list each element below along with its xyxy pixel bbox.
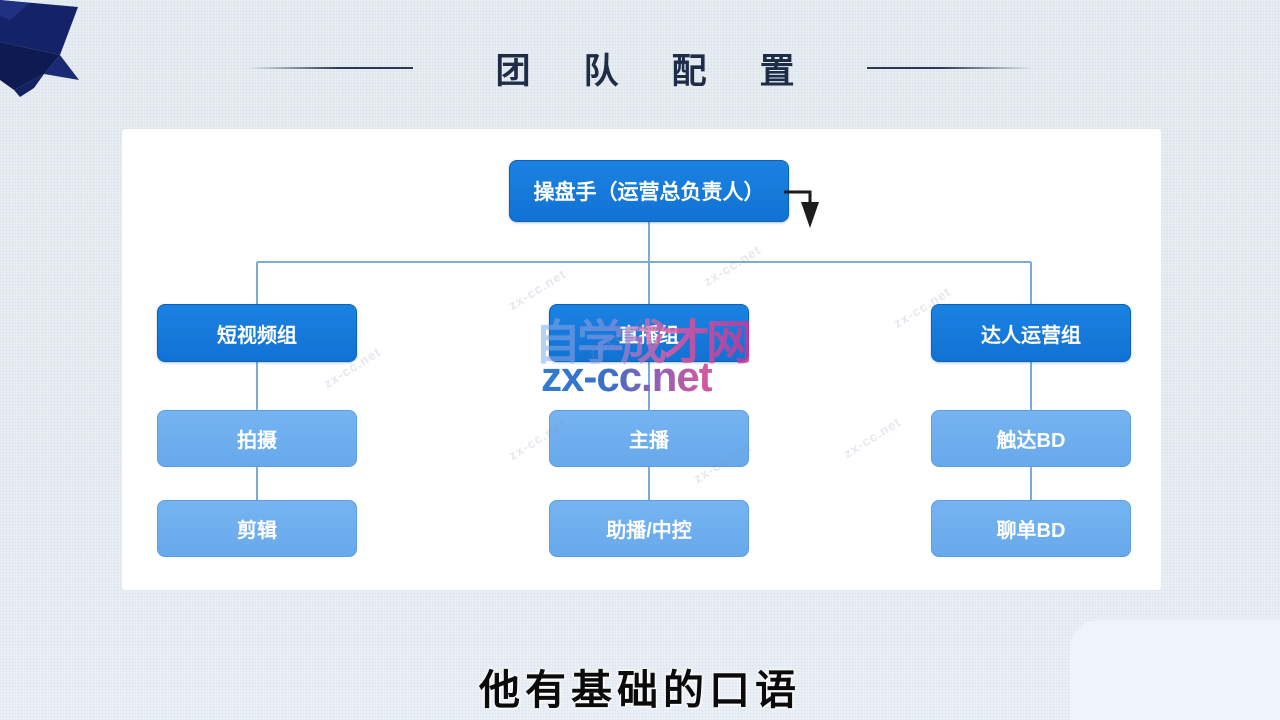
title-rule-left bbox=[248, 67, 414, 69]
page-title: 团队配置 bbox=[495, 51, 848, 91]
org-node-root: 操盘手（运营总负责人） bbox=[509, 160, 789, 222]
connector-lines bbox=[256, 222, 1032, 500]
watermark-site-url: zx-cc.net bbox=[541, 353, 713, 400]
org-node-group-livestream: 直播组 bbox=[549, 304, 749, 362]
org-chart-card: 操盘手（运营总负责人） 短视频组 直播组 达人运营组 拍摄 剪辑 主播 助播/中… bbox=[122, 129, 1161, 590]
org-node-shooting: 拍摄 bbox=[157, 410, 357, 467]
title-rule-right bbox=[866, 67, 1032, 69]
video-subtitle: 他有基础的口语 bbox=[479, 667, 801, 713]
org-node-group-short-video: 短视频组 bbox=[157, 304, 357, 362]
ribbon-decoration-icon bbox=[0, 0, 79, 97]
slide-header: 团队配置 bbox=[0, 44, 1280, 92]
org-node-group-influencer-ops: 达人运营组 bbox=[931, 304, 1131, 362]
bottom-right-panel bbox=[1070, 620, 1280, 720]
watermark-site-name: 自学成才网 bbox=[534, 304, 753, 373]
org-node-host: 主播 bbox=[549, 410, 749, 467]
org-node-assistant-host: 助播/中控 bbox=[549, 500, 749, 557]
org-node-editing: 剪辑 bbox=[157, 500, 357, 557]
down-arrow-icon bbox=[784, 190, 819, 228]
org-node-reach-bd: 触达BD bbox=[931, 410, 1131, 467]
org-node-chat-bd: 聊单BD bbox=[931, 500, 1131, 557]
